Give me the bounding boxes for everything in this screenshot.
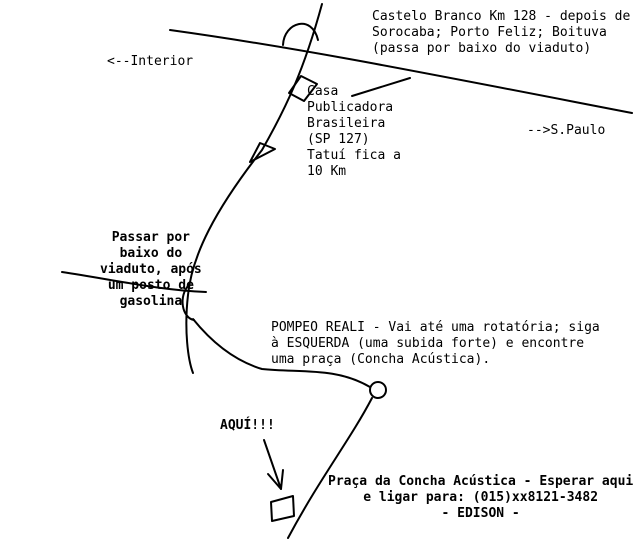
sp127-road — [185, 3, 323, 374]
to-sao-paulo-label: -->S.Paulo — [527, 123, 606, 138]
underpass-label: Passar por baixo do viaduto, após um pos… — [100, 230, 202, 309]
here-arrow-head — [267, 469, 284, 490]
roundabout — [369, 381, 387, 399]
highway-label: Castelo Branco Km 128 - depois de Soroca… — [372, 9, 631, 56]
junction-triangle — [249, 142, 276, 163]
pompeo-reali-label: POMPEO REALI - Vai até uma rotatória; si… — [271, 320, 600, 367]
crossing-road — [61, 271, 207, 293]
concha-acustica-square — [270, 495, 295, 522]
casa-publicadora-building — [288, 75, 318, 102]
highway-pointer — [351, 77, 411, 97]
viaduct-arc — [282, 22, 319, 46]
square-label: Praça da Concha Acústica - Esperar aqui … — [328, 474, 634, 521]
castelo-branco-highway — [169, 29, 633, 114]
underpass-arc — [181, 284, 195, 321]
publisher-label: Casa Publicadora Brasileira (SP 127) Tat… — [307, 84, 401, 179]
to-interior-label: <--Interior — [107, 54, 194, 69]
here-label: AQUÍ!!! — [220, 418, 275, 433]
here-arrow-shaft — [263, 439, 282, 490]
pompeo-reali-road — [192, 318, 371, 388]
uphill-road — [287, 397, 373, 539]
